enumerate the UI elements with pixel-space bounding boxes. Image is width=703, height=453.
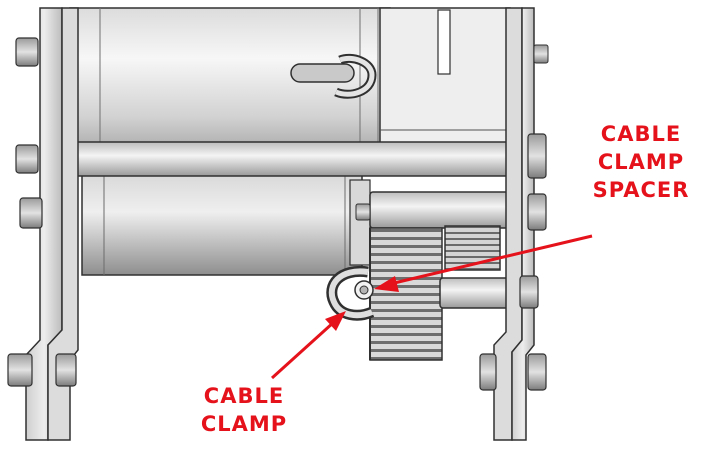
cable-clamp-spacer-label: CABLE CLAMP SPACER: [583, 120, 699, 204]
callout-line: CLAMP: [597, 150, 685, 174]
right-housing-block: [379, 7, 511, 161]
left-side-plate: [25, 7, 79, 441]
hex-nuts: [7, 37, 549, 391]
cable-clamp-spacer: [354, 280, 374, 300]
callout-line: CABLE: [203, 384, 285, 408]
spacer-callout-arrow: [374, 234, 593, 292]
small-gear: [444, 225, 501, 271]
spacer-rod: [369, 191, 521, 229]
large-gear: [369, 227, 443, 361]
cable-clamp: [326, 265, 375, 321]
callout-line: CABLE: [600, 122, 682, 146]
callout-line: SPACER: [592, 178, 690, 202]
right-side-plate: [493, 7, 535, 441]
tie-rod: [57, 141, 527, 177]
lower-drum: [81, 169, 371, 276]
clamp-callout-arrow: [270, 311, 346, 380]
drum-slot: [290, 53, 377, 99]
cable-clamp-label: CABLE CLAMP: [186, 382, 302, 438]
callout-line: CLAMP: [200, 412, 288, 436]
